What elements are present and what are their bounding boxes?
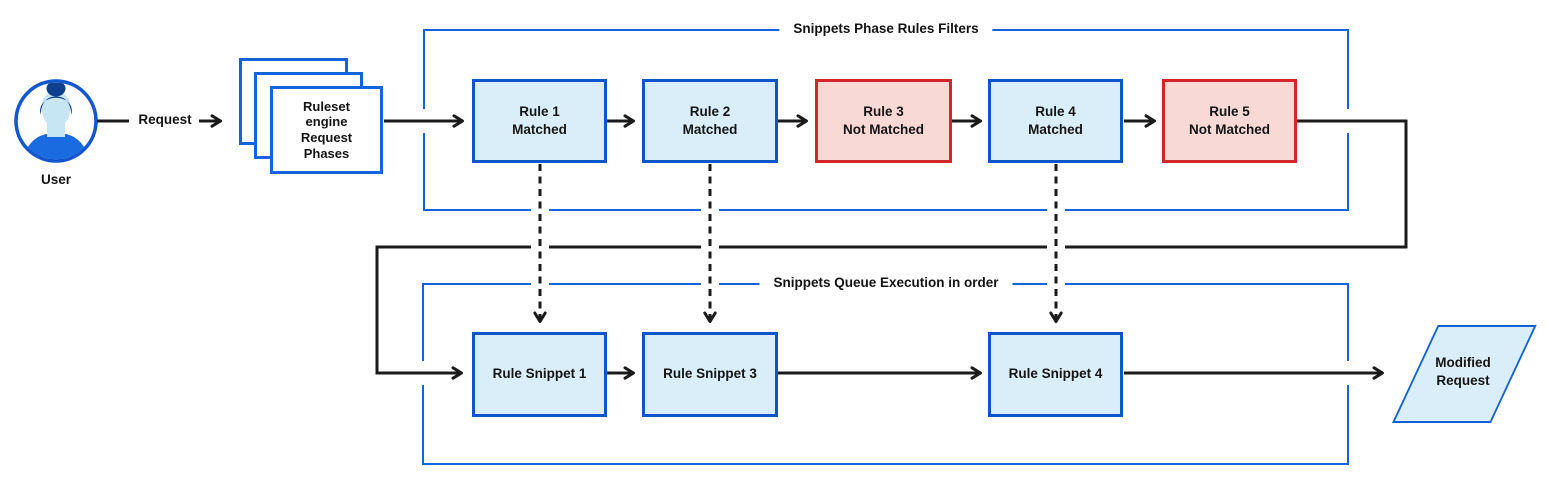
rule-5-box: Rule 5 Not Matched (1162, 79, 1297, 163)
user-label: User (40, 172, 72, 187)
modified-request-label: Modified Request (1435, 355, 1491, 389)
queue-execution-title: Snippets Queue Execution in order (759, 274, 1013, 292)
rule-2-box: Rule 2 Matched (642, 79, 778, 163)
rule-snippet-3-box: Rule Snippet 3 (642, 332, 778, 417)
ruleset-engine-box: Ruleset engine Request Phases (270, 86, 383, 174)
phase-rules-filters-title: Snippets Phase Rules Filters (779, 20, 993, 38)
rule-snippet-4-box: Rule Snippet 4 (988, 332, 1123, 417)
request-label: Request (138, 112, 192, 127)
rule-3-box: Rule 3 Not Matched (815, 79, 952, 163)
user-avatar-icon (14, 79, 98, 163)
rule-snippet-1-box: Rule Snippet 1 (472, 332, 607, 417)
rule-1-box: Rule 1 Matched (472, 79, 607, 163)
rule-4-box: Rule 4 Matched (988, 79, 1123, 163)
